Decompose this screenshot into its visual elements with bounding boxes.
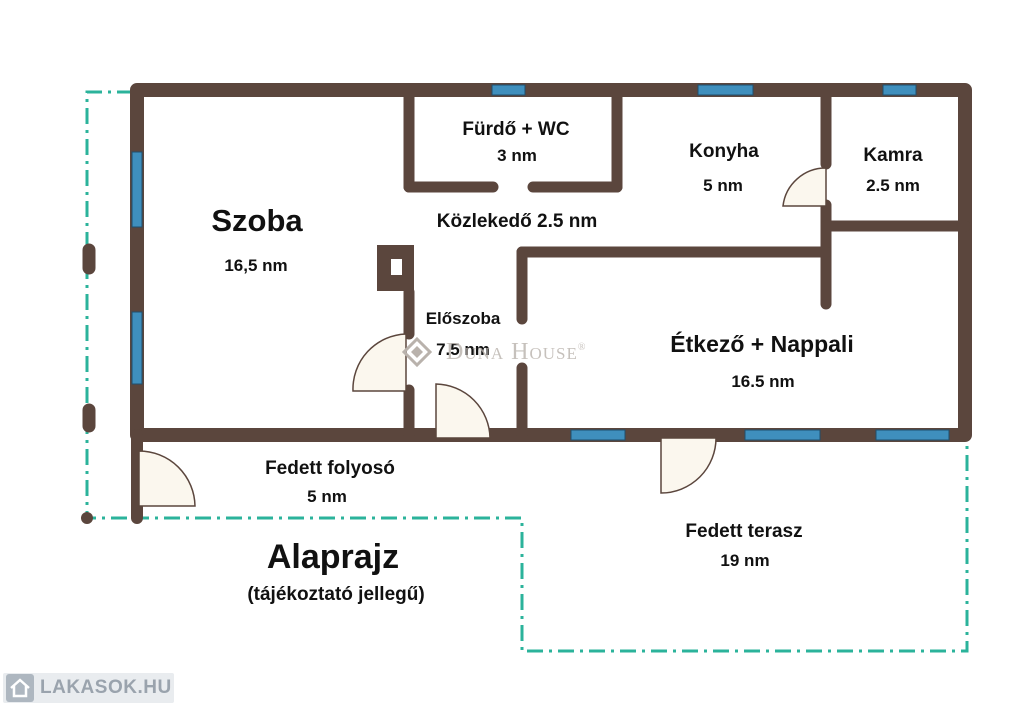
room-area-terasz: 19 nm <box>720 551 770 570</box>
room-label-terasz: Fedett terasz <box>685 521 803 542</box>
boundary-left <box>85 90 133 520</box>
chimney <box>377 245 414 291</box>
source-badge[interactable]: LAKASOK.HU <box>3 673 174 703</box>
room-area-etkezo: 16.5 nm <box>731 372 795 391</box>
window-bath <box>491 84 526 96</box>
watermark-logo-icon <box>402 337 432 367</box>
door-hall <box>435 383 491 439</box>
window-kitchen <box>697 84 754 96</box>
watermark: Duna House® <box>446 339 587 366</box>
windows <box>131 84 950 441</box>
room-label-szoba: Szoba <box>211 203 303 238</box>
room-label-etkezo: Étkező + Nappali <box>670 331 854 357</box>
room-label-eloszoba: Előszoba <box>425 309 501 328</box>
house-icon <box>6 674 34 702</box>
window-room-left-2 <box>131 311 143 385</box>
room-label-folyoso: Fedett folyosó <box>265 458 395 479</box>
room-area-szoba: 16,5 nm <box>224 256 288 275</box>
window-pantry <box>882 84 917 96</box>
room-area-eloszoba: 7.5 nm <box>436 340 490 359</box>
door-living <box>660 437 717 494</box>
watermark-text: Duna House <box>446 339 578 365</box>
room-label-furdo: Fürdő + WC <box>462 119 570 140</box>
window-room-left-1 <box>131 151 143 228</box>
boundary-post <box>81 512 93 524</box>
door-pantry <box>782 167 827 207</box>
plot-boundary <box>85 90 969 653</box>
room-label-konyha: Konyha <box>689 141 759 162</box>
window-living-3 <box>875 429 950 441</box>
window-living-2 <box>744 429 821 441</box>
room-area-folyoso: 5 nm <box>307 487 347 506</box>
door-corridor <box>138 450 196 507</box>
badge-text: LAKASOK.HU <box>40 677 172 698</box>
room-label-kozlekedo: Közlekedő 2.5 nm <box>436 211 598 232</box>
boundary-bottom <box>133 441 969 653</box>
doors <box>138 167 827 507</box>
watermark-registered-mark: ® <box>577 342 587 353</box>
room-label-kamra: Kamra <box>863 145 923 166</box>
room-area-furdo: 3 nm <box>497 146 537 165</box>
plan-title: Alaprajz <box>266 538 400 576</box>
room-area-kamra: 2.5 nm <box>866 176 920 195</box>
window-living-1 <box>570 429 626 441</box>
room-area-konyha: 5 nm <box>703 176 743 195</box>
plan-subtitle: (tájékoztató jellegű) <box>247 584 425 605</box>
door-room <box>352 333 407 392</box>
